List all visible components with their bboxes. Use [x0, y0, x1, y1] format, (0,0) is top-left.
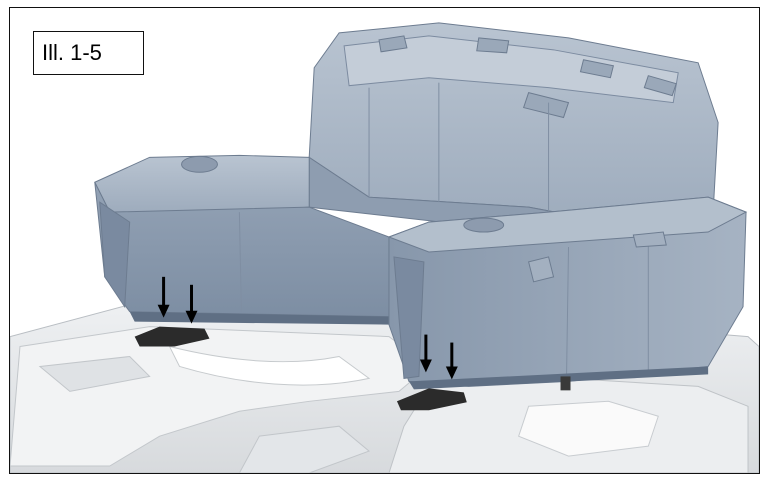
- arrow-left-2-icon: [185, 284, 198, 324]
- atv-cargo-box-illustration: [10, 22, 759, 473]
- cargo-box: [94, 22, 748, 390]
- mounting-feet: [134, 326, 571, 411]
- arrow-right-1-icon: [419, 334, 432, 373]
- figure-label: Ill. 1-5: [33, 31, 144, 75]
- arrow-left-1-icon: [157, 276, 170, 318]
- arrow-right-2-icon: [445, 342, 458, 380]
- figure-frame: Ill. 1-5: [9, 7, 760, 474]
